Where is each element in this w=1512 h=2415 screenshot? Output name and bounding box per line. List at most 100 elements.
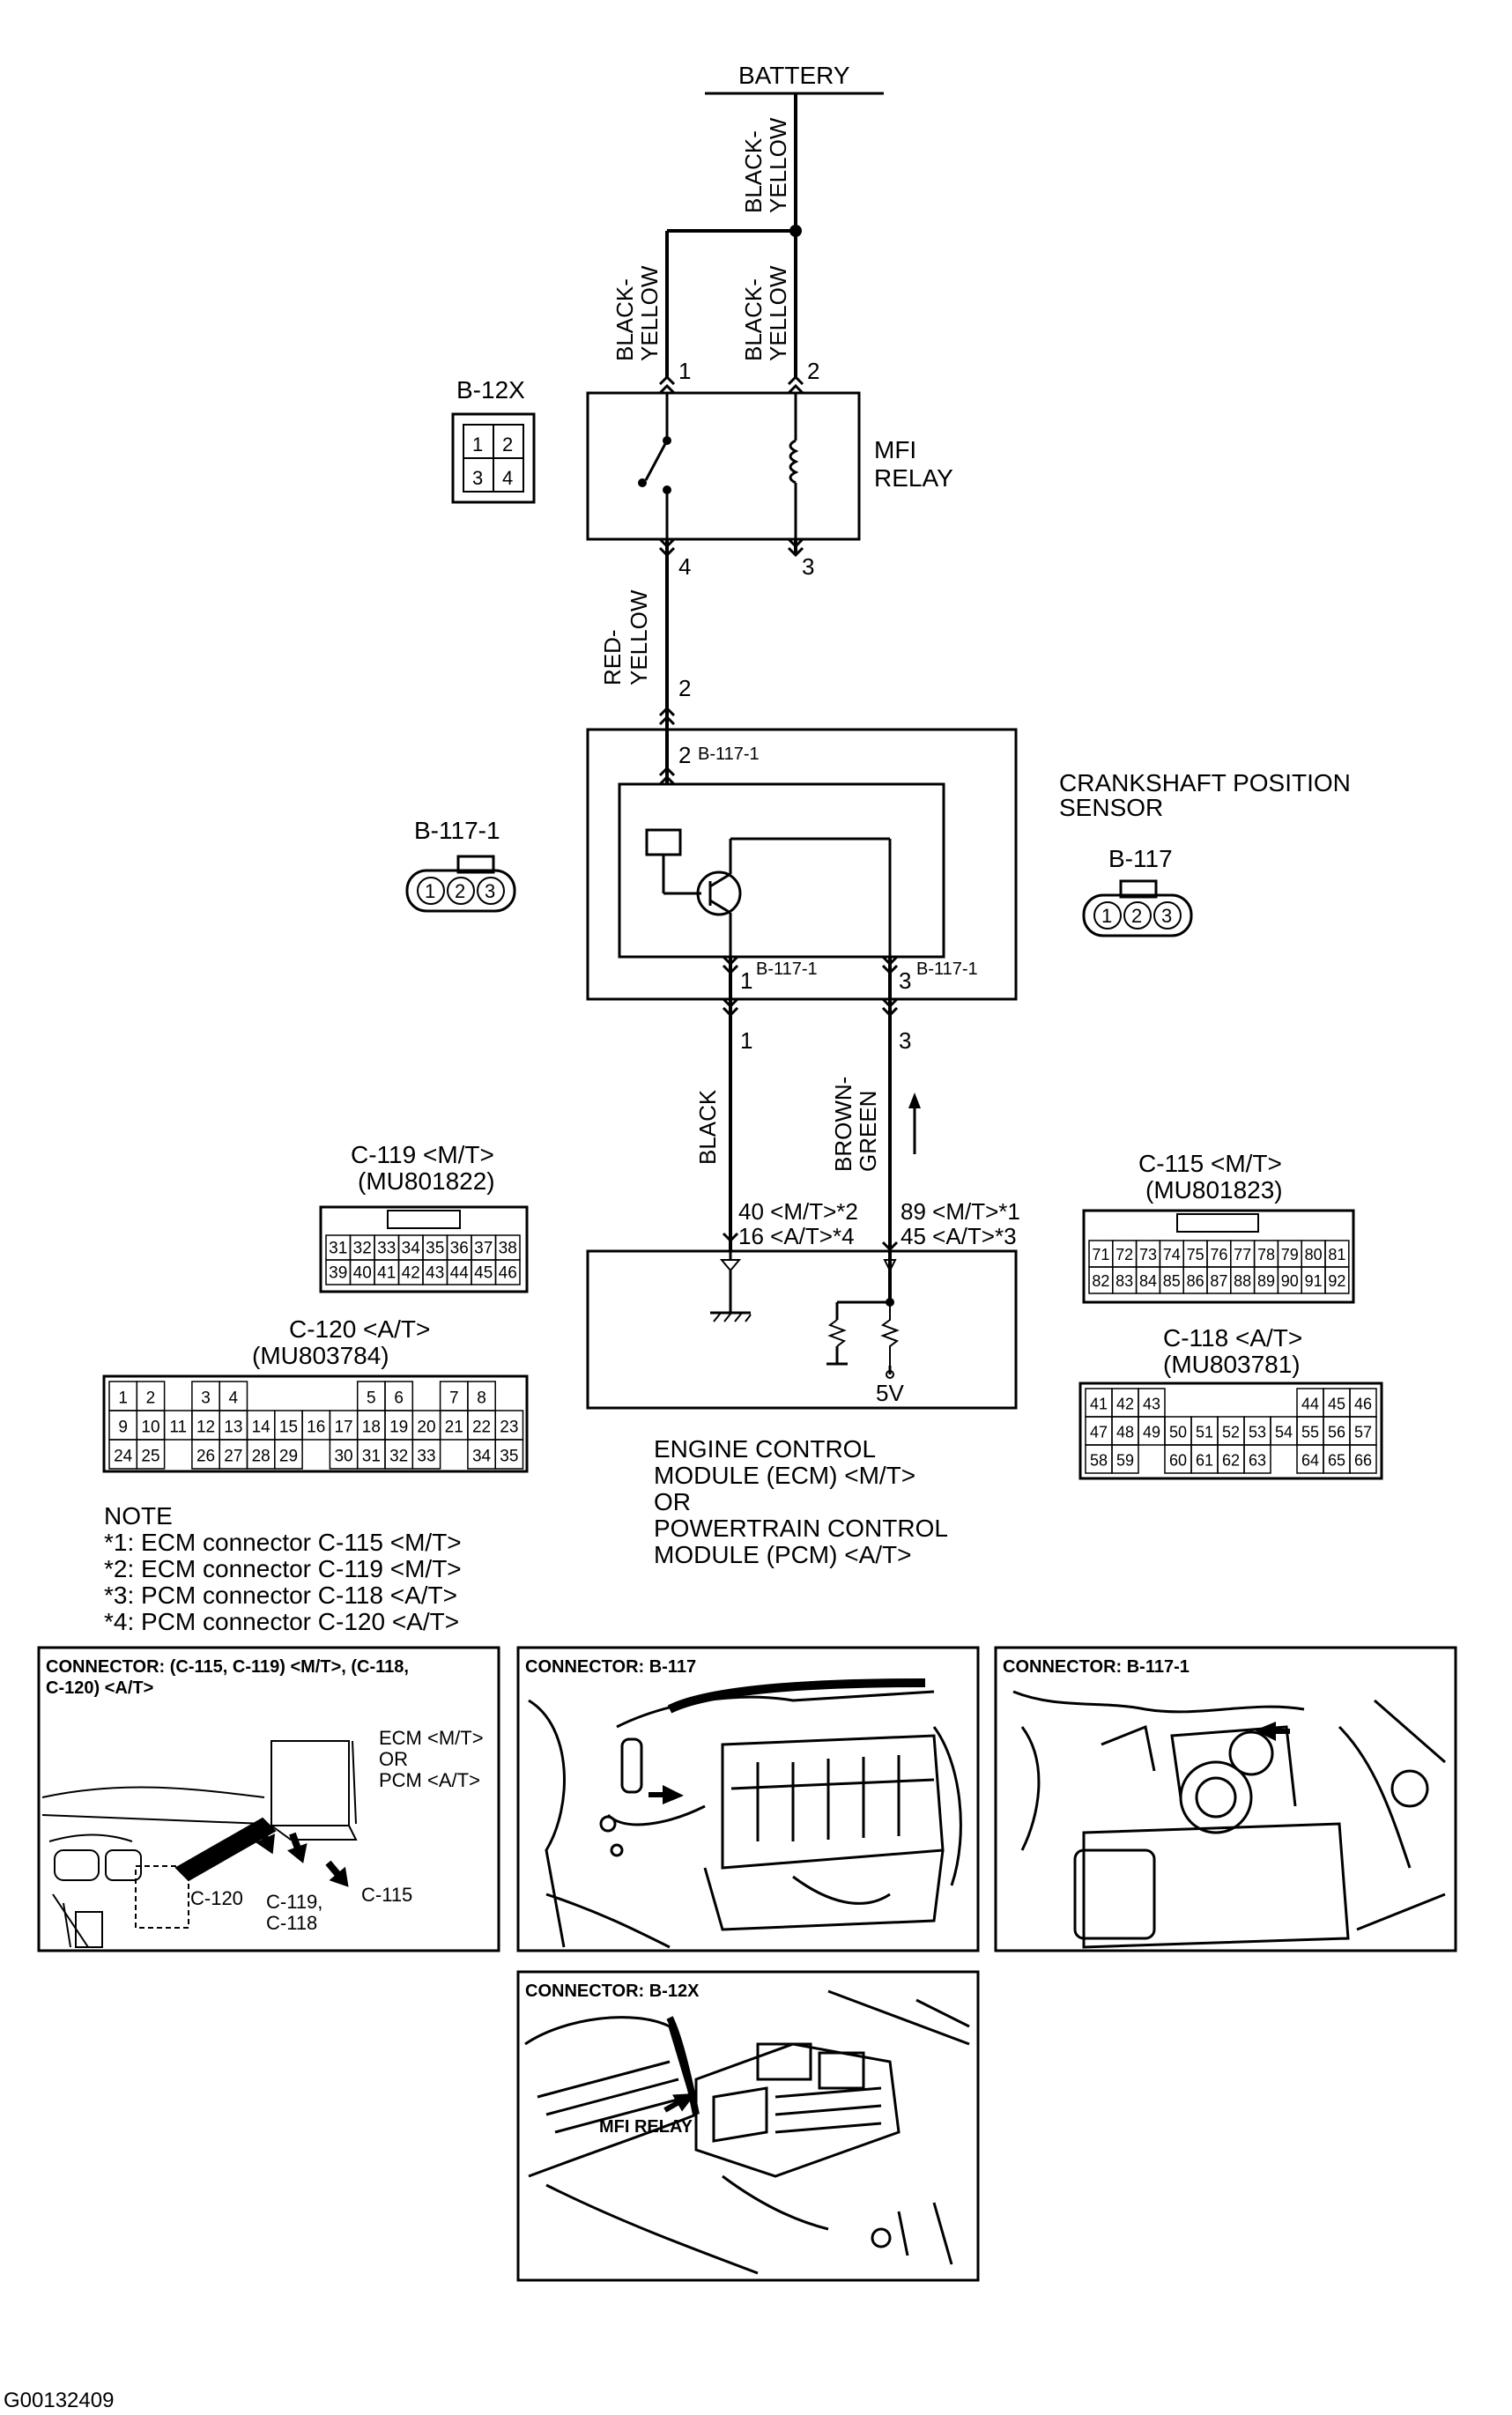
pin-number: 40 <box>353 1264 372 1283</box>
photo-b117-1-title: CONNECTOR: B-117-1 <box>1003 1657 1190 1677</box>
wire-label-left-2: YELLOW <box>636 265 663 361</box>
pin-number: 77 <box>1234 1246 1251 1263</box>
pin-number: 25 <box>141 1447 159 1465</box>
wire-label-redyellow-1: RED- <box>599 629 626 685</box>
c118-part: (MU803781) <box>1163 1351 1301 1378</box>
relay-pin-1: 1 <box>678 358 691 384</box>
pin-number: 63 <box>1249 1452 1266 1470</box>
b117-connector: B-117 1 2 3 <box>1082 845 1193 937</box>
pin-number: 20 <box>417 1418 435 1436</box>
sensor-pin-3-conn: B-117-1 <box>916 959 978 979</box>
pin-number: 12 <box>196 1418 215 1436</box>
ecm-right-pin-1: 89 <M/T>*1 <box>901 1198 1020 1225</box>
pin-number: 45 <box>1328 1396 1345 1413</box>
c120-title: C-120 <A/T> <box>289 1315 430 1343</box>
pin-number: 87 <box>1210 1272 1227 1290</box>
signal-arrow <box>908 1093 921 1154</box>
b117-pin: 2 <box>1131 905 1142 927</box>
note-line: *3: PCM connector C-118 <A/T> <box>104 1582 457 1609</box>
pin-number: 78 <box>1257 1246 1275 1263</box>
relay-name-2: RELAY <box>874 464 953 492</box>
pin-number: 3 <box>201 1389 211 1407</box>
pin-number: 31 <box>329 1240 347 1258</box>
pin-number: 13 <box>224 1418 242 1436</box>
photo-ecm-label: PCM <A/T> <box>379 1769 480 1791</box>
pin-number: 89 <box>1257 1272 1275 1290</box>
sensor-name-1: CRANKSHAFT POSITION <box>1059 769 1351 796</box>
pin-number: 14 <box>252 1418 271 1436</box>
pin-number: 46 <box>1354 1396 1372 1413</box>
battery-label: BATTERY <box>738 62 850 89</box>
wire-label-top-2: YELLOW <box>765 117 791 213</box>
pin-number: 4 <box>229 1389 239 1407</box>
pin-number: 42 <box>1116 1396 1134 1413</box>
pin-number: 74 <box>1163 1246 1181 1263</box>
wire-label-left-1: BLACK- <box>611 278 638 361</box>
pin-number: 60 <box>1169 1452 1187 1470</box>
pin-number: 88 <box>1234 1272 1251 1290</box>
wire-label-brown-1: BROWN- <box>830 1077 856 1172</box>
pin-number: 62 <box>1222 1452 1240 1470</box>
pin-number: 75 <box>1187 1246 1204 1263</box>
pin-number: 64 <box>1301 1452 1319 1470</box>
pin-number: 21 <box>445 1418 463 1436</box>
wire-label-redyellow-2: YELLOW <box>626 589 652 685</box>
crankshaft-sensor: 2 2 B-117-1 1 B-117-1 3 B-1 <box>586 675 1018 1054</box>
relay-name-1: MFI <box>874 436 916 463</box>
photo-c118-label: C-118 <box>266 1912 317 1934</box>
pin-number: 11 <box>169 1418 187 1436</box>
relay-pin-4: 4 <box>678 553 691 580</box>
pin-number: 48 <box>1116 1424 1134 1441</box>
b117-pin: 1 <box>1101 905 1112 927</box>
pin-number: 2 <box>146 1389 156 1407</box>
c120-part: (MU803784) <box>252 1342 389 1369</box>
pin-number: 54 <box>1275 1424 1293 1441</box>
pin-cell <box>136 1439 166 1470</box>
pin-number: 35 <box>426 1240 444 1258</box>
pin-cell <box>494 1259 521 1285</box>
pin-number: 56 <box>1328 1424 1345 1441</box>
c118-title: C-118 <A/T> <box>1163 1324 1302 1352</box>
wires <box>665 93 892 1295</box>
sensor-pin-2-outer: 2 <box>678 675 691 701</box>
ecm-name: ENGINE CONTROL MODULE (ECM) <M/T> OR POW… <box>654 1435 948 1568</box>
pin-number: 71 <box>1092 1246 1109 1263</box>
pin-number: 31 <box>362 1447 381 1465</box>
wire-label-right-2: YELLOW <box>765 265 791 361</box>
ecm-right-pin-2: 45 <A/T>*3 <box>901 1223 1017 1249</box>
photo-ecm-title-1: CONNECTOR: (C-115, C-119) <M/T>, (C-118, <box>46 1657 409 1677</box>
c119-title: C-119 <M/T> <box>351 1141 494 1168</box>
b12x-connector: B-12X 1 2 3 4 <box>451 376 536 504</box>
pin-number: 61 <box>1196 1452 1213 1470</box>
photo-mfi-relay-label: MFI RELAY <box>599 2117 693 2137</box>
c119-part: (MU801822) <box>358 1167 495 1195</box>
wire-label-black: BLACK <box>694 1089 721 1165</box>
sensor-pin-3-outer: 3 <box>899 1027 911 1054</box>
pin-cell <box>494 1439 524 1470</box>
pin-number: 24 <box>114 1447 133 1465</box>
pin-number: 6 <box>394 1389 404 1407</box>
photo-b117-title: CONNECTOR: B-117 <box>525 1657 696 1677</box>
pin-number: 32 <box>389 1447 408 1465</box>
pin-number: 53 <box>1249 1424 1266 1441</box>
sensor-pin-3-inner: 3 <box>899 967 911 994</box>
b12x-label: B-12X <box>456 376 525 404</box>
pin-number: 17 <box>334 1418 352 1436</box>
b12x-pin: 3 <box>472 467 483 489</box>
note-line: *1: ECM connector C-115 <M/T> <box>104 1529 462 1556</box>
wire-label-brown-2: GREEN <box>855 1091 881 1172</box>
pin-number: 32 <box>353 1240 372 1258</box>
pin-number: 82 <box>1092 1272 1109 1290</box>
pin-number: 44 <box>1301 1396 1319 1413</box>
photo-ecm-title-2: C-120) <A/T> <box>46 1678 153 1698</box>
sensor-pin-2-conn: B-117-1 <box>698 745 760 764</box>
pin-number: 36 <box>450 1240 469 1258</box>
photo-panel-ecm: CONNECTOR: (C-115, C-119) <M/T>, (C-118,… <box>37 1646 500 1952</box>
battery: BATTERY <box>705 62 884 95</box>
pin-number: 57 <box>1354 1424 1372 1441</box>
note-line: *4: PCM connector C-120 <A/T> <box>104 1608 459 1635</box>
pin-number: 76 <box>1210 1246 1227 1263</box>
relay-pin-2: 2 <box>807 358 819 384</box>
